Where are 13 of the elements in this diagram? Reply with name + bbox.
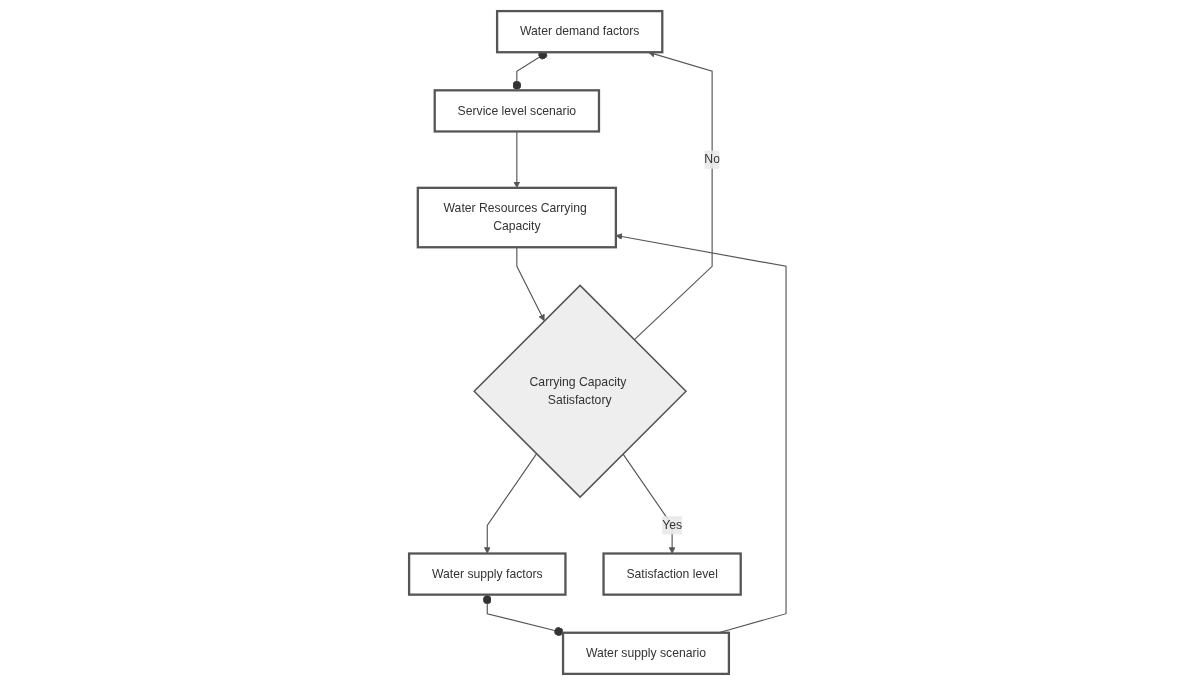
connector xyxy=(482,594,565,637)
node-box: Service level scenario xyxy=(433,89,601,133)
edge-label: Yes xyxy=(662,518,683,532)
node-diamond: Carrying Capacity Satisfactory xyxy=(473,284,687,499)
arrow xyxy=(622,453,676,554)
node-box: Water supply factors xyxy=(407,552,567,596)
arrow xyxy=(615,233,787,634)
node-box: Water demand factors xyxy=(495,9,664,54)
node-box: Satisfaction level xyxy=(602,552,742,596)
node-box: Water supply scenario xyxy=(561,631,730,676)
arrow xyxy=(483,453,537,554)
edge-label: No xyxy=(704,152,720,166)
node-box: Water Resources Carrying Capacity xyxy=(416,186,617,249)
